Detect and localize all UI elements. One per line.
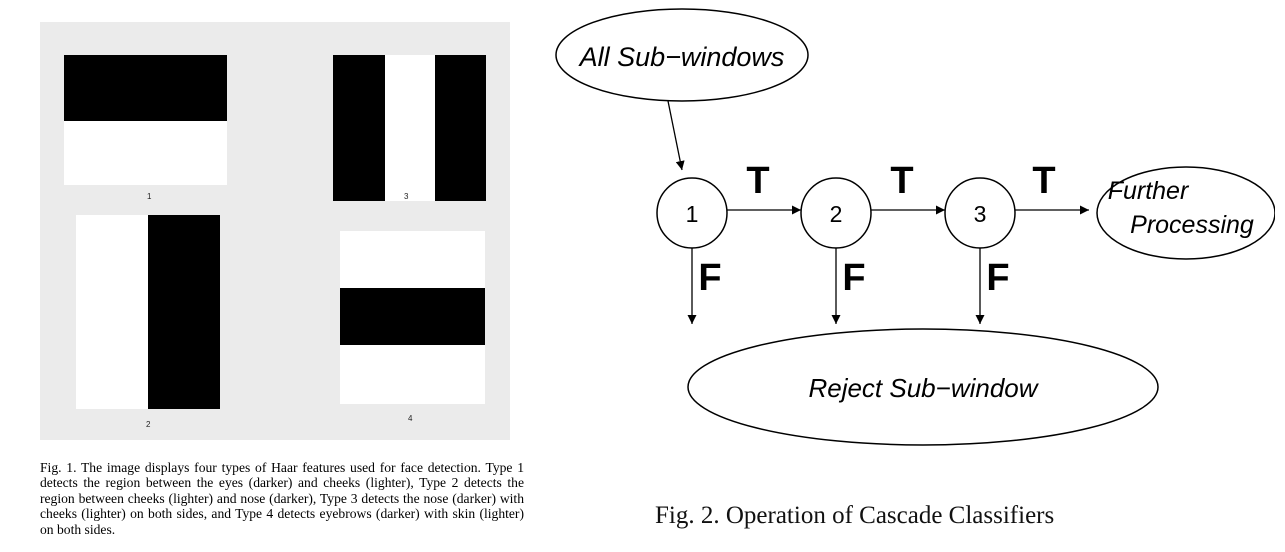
haar-feature-type-1 [64, 55, 227, 185]
true-label-2: T [890, 160, 913, 202]
reject-node-ellipse [687, 328, 1159, 446]
stage-1-label: 1 [686, 201, 699, 227]
start-node-ellipse [555, 8, 809, 102]
haar-features-panel: 1 3 2 4 [40, 22, 510, 440]
dark-region [333, 55, 385, 201]
light-region [64, 121, 227, 185]
false-label-2: F [842, 257, 865, 299]
figure-1-caption: Fig. 1. The image displays four types of… [40, 460, 524, 537]
true-label-3: T [1032, 160, 1055, 202]
haar-feature-type-3 [333, 55, 486, 201]
feature-label-1: 1 [147, 192, 152, 201]
stage-3-label: 3 [974, 201, 987, 227]
haar-feature-type-4 [340, 231, 485, 404]
false-label-1: F [698, 257, 721, 299]
cascade-classifier-diagram: All Sub−windows 1 2 3 Further Processing… [555, 8, 1275, 446]
haar-feature-type-2 [76, 215, 220, 409]
dark-region [435, 55, 486, 201]
light-region [76, 215, 148, 409]
start-to-stage-1-arrow [667, 100, 685, 171]
feature-label-2: 2 [146, 420, 151, 429]
further-processing-label-line2: Processing [1130, 211, 1254, 239]
start-node-label: All Sub−windows [578, 42, 785, 72]
light-region [340, 231, 485, 288]
reject-node-label: Reject Sub−window [808, 373, 1039, 403]
feature-label-4: 4 [408, 414, 413, 423]
true-label-1: T [746, 160, 769, 202]
feature-label-3: 3 [404, 192, 409, 201]
false-label-3: F [986, 257, 1009, 299]
light-region [340, 345, 485, 404]
dark-region [64, 55, 227, 121]
light-region [385, 55, 435, 201]
further-processing-label-line1: Further [1108, 177, 1190, 205]
dark-region [148, 215, 220, 409]
figure-2-caption: Fig. 2. Operation of Cascade Classifiers [655, 502, 1055, 529]
dark-region [340, 288, 485, 345]
stage-2-label: 2 [830, 201, 843, 227]
further-processing-ellipse [1096, 166, 1275, 260]
